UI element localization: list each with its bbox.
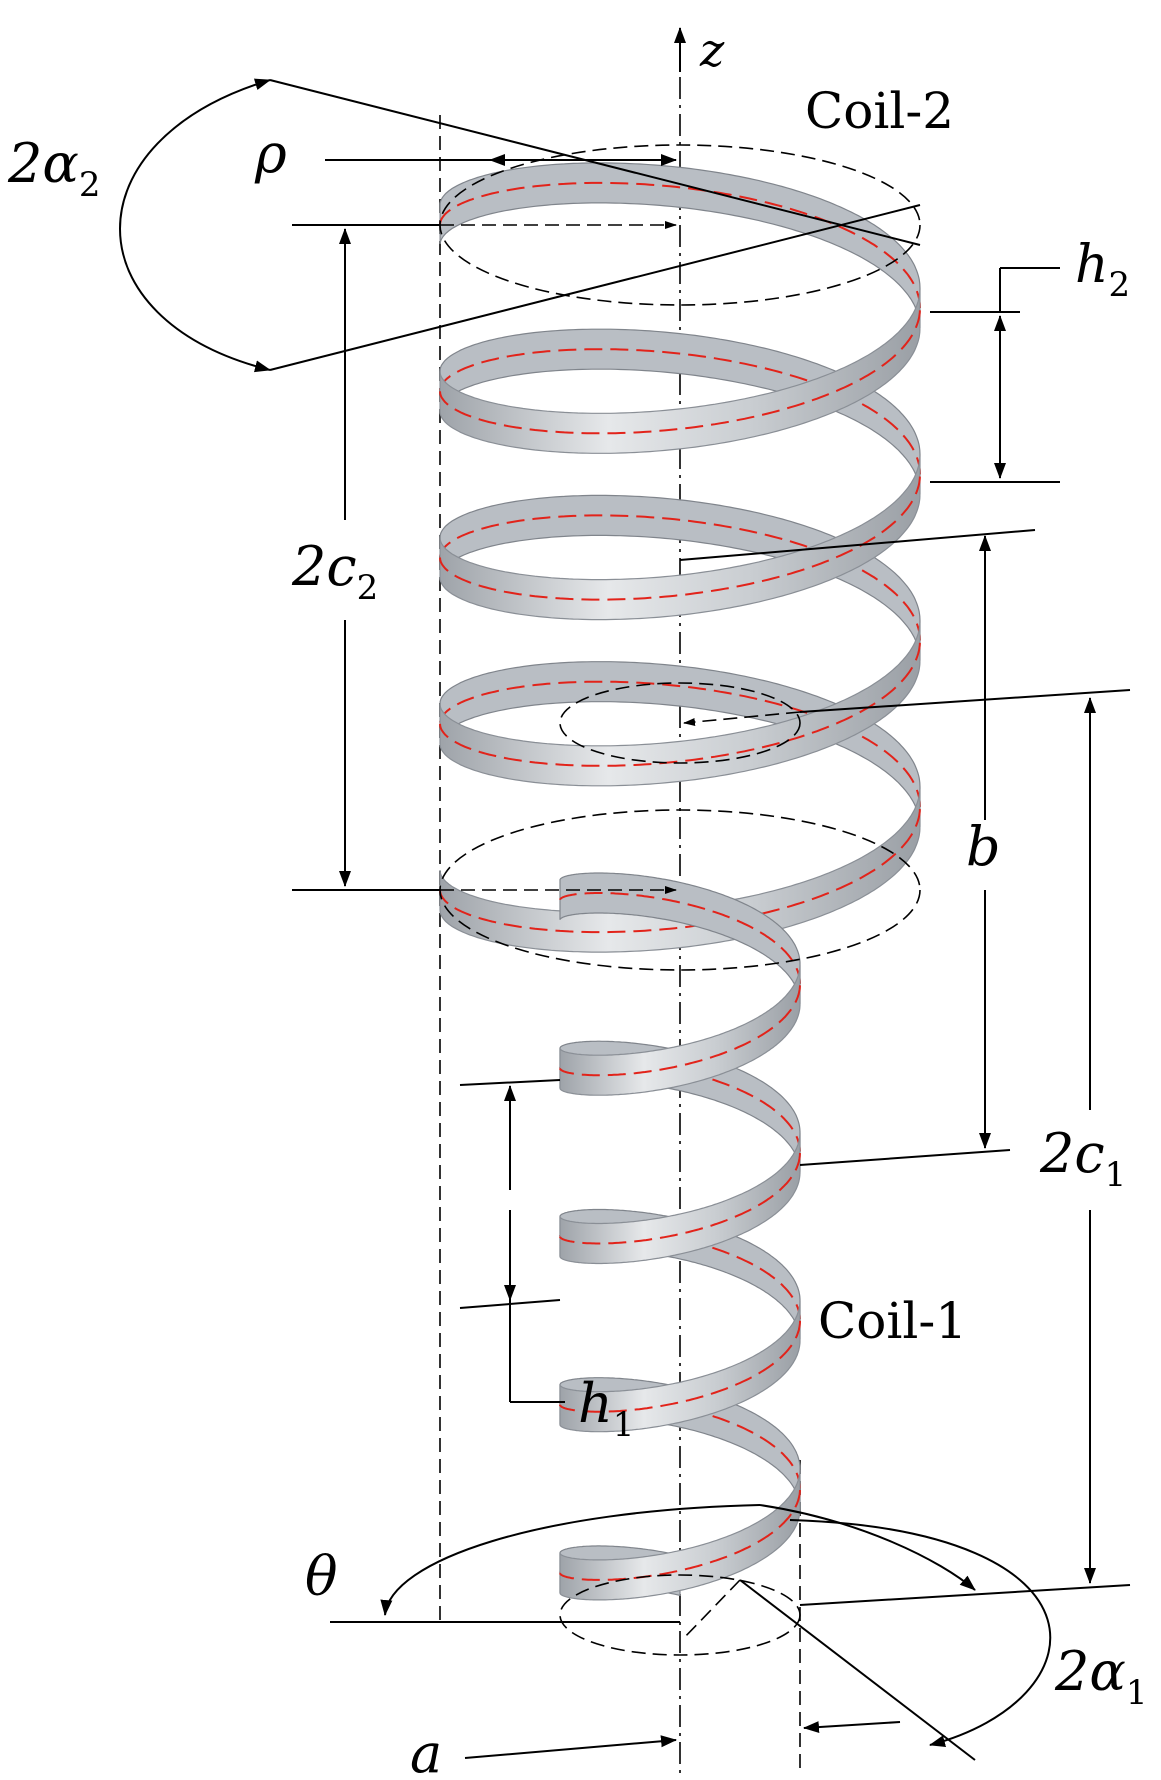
alpha1-label: 2α: [1054, 1640, 1126, 1703]
rho-dimension: ρ: [254, 122, 677, 185]
c2-label: 2c: [291, 535, 357, 598]
centerline-segment: [439, 310, 921, 435]
alpha1-subscript: 1: [1126, 1673, 1148, 1713]
z-axis-label: z: [699, 23, 725, 77]
c2-subscript: 2: [357, 568, 379, 608]
centerline-segment: [559, 1320, 801, 1413]
b-label: b: [966, 815, 1001, 878]
h2-dimension: h2: [930, 235, 1130, 483]
coil-1-label: Coil-1: [818, 1292, 967, 1350]
b-dimension: b: [679, 529, 1036, 1166]
c2-dimension: 2c2: [291, 224, 440, 891]
h2-subscript: 2: [1109, 265, 1131, 305]
alpha2-dimension: 2α2: [7, 78, 921, 373]
coil-2-label: Coil-2: [805, 82, 954, 140]
coil-1-helix: [559, 872, 801, 1601]
centerline-segment: [559, 985, 801, 1077]
ribbon-front-segment: [559, 1132, 801, 1265]
centerline-segment: [439, 642, 921, 767]
ribbon-front-segment: [559, 1469, 801, 1601]
ribbon-front-segment: [439, 456, 921, 621]
alpha2-label: 2α: [7, 132, 79, 195]
ribbon-front-segment: [439, 622, 921, 787]
alpha2-subscript: 2: [79, 165, 101, 205]
centerline-segment: [559, 1489, 801, 1581]
a-dimension: a: [410, 1721, 901, 1780]
svg-text:h2: h2: [1075, 235, 1130, 305]
svg-text:h1: h1: [578, 1372, 634, 1445]
h2-label: h: [1075, 235, 1109, 295]
alpha1-dimension: 2α1: [739, 1579, 1147, 1761]
svg-text:2c1: 2c1: [1039, 1122, 1126, 1195]
centerline-segment: [439, 680, 921, 807]
centerline-segment: [439, 476, 921, 601]
h1-label: h: [578, 1372, 613, 1435]
centerline-segment: [559, 1396, 801, 1489]
h1-dimension: h1: [459, 1079, 634, 1445]
ribbon-front-segment: [559, 1300, 801, 1433]
centerline-segment: [439, 514, 921, 641]
svg-text:2c2: 2c2: [291, 535, 378, 608]
svg-text:2α1: 2α1: [1054, 1640, 1147, 1713]
ribbon-front-segment: [439, 290, 921, 454]
c1-dimension: 2c1: [799, 689, 1131, 1606]
centerline-segment: [559, 892, 801, 984]
ribbon-back-segment: [559, 872, 801, 1004]
theta-label: θ: [305, 1545, 338, 1608]
c1-subscript: 1: [1105, 1155, 1127, 1195]
centerline-segment: [439, 181, 921, 309]
end-circles: [439, 144, 921, 1656]
centerline-segment: [439, 809, 921, 934]
c1-label: 2c: [1039, 1122, 1105, 1185]
h1-subscript: 1: [613, 1405, 635, 1445]
centerline-segment: [559, 1060, 801, 1152]
theta-dimension: θ: [305, 1504, 1052, 1747]
svg-text:2α2: 2α2: [7, 132, 100, 205]
ribbon-front-segment: [559, 965, 801, 1096]
rho-label: ρ: [254, 122, 287, 185]
a-label: a: [410, 1722, 442, 1780]
centerline-segment: [559, 1152, 801, 1245]
centerline-segment: [439, 348, 921, 475]
